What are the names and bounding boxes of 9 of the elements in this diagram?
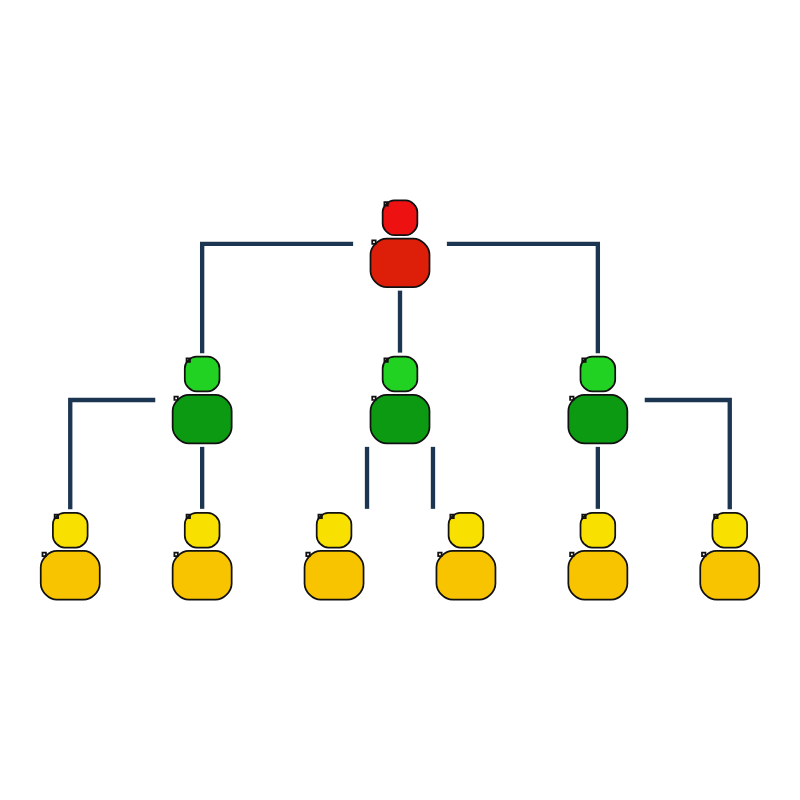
connector: [68, 397, 156, 510]
connector: [364, 446, 370, 509]
connector: [200, 446, 205, 509]
connector: [446, 241, 600, 354]
connector: [430, 446, 436, 509]
connector: [595, 446, 600, 509]
connector: [397, 290, 403, 353]
connector: [644, 397, 732, 510]
connector: [200, 241, 354, 354]
